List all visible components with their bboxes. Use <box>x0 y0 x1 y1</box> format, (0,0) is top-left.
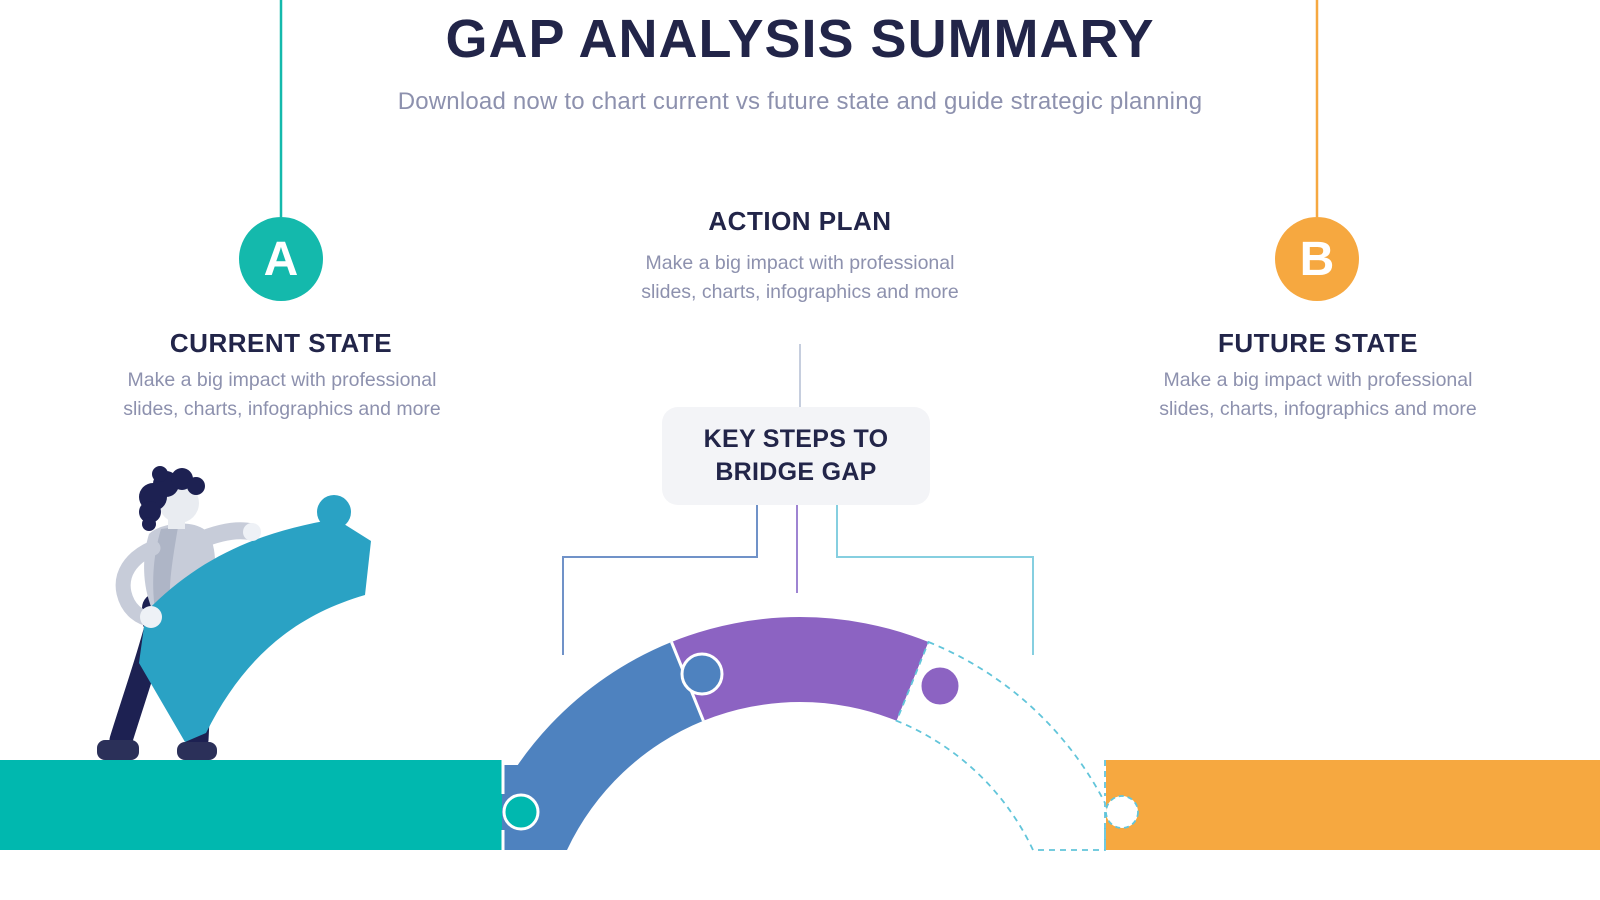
badge-current-state: A <box>239 217 323 301</box>
ground-bar-current <box>0 760 502 850</box>
connector-box-to-missing-piece <box>836 505 1034 655</box>
current-state-body-line1: Make a big impact with professional <box>127 369 437 391</box>
current-state-body: Make a big impact with professional slid… <box>57 366 507 424</box>
ground-bar-future <box>1106 760 1600 850</box>
badge-future-state: B <box>1275 217 1359 301</box>
person-hand <box>243 523 261 541</box>
future-state-body-line2: slides, charts, infographics and more <box>1159 398 1477 420</box>
person-shoe <box>97 740 139 760</box>
held-puzzle-piece <box>139 495 371 742</box>
future-state-body: Make a big impact with professional slid… <box>1093 366 1543 424</box>
future-state-body-line1: Make a big impact with professional <box>1163 369 1473 391</box>
page-subtitle: Download now to chart current vs future … <box>397 88 1203 115</box>
badge-current-letter: A <box>263 232 299 286</box>
key-steps-box: KEY STEPS TO BRIDGE GAP <box>662 407 930 505</box>
person-shoe <box>177 742 217 760</box>
future-state-heading: FUTURE STATE <box>1217 328 1419 358</box>
current-state-heading: CURRENT STATE <box>169 328 393 358</box>
action-plan-body-line1: Make a big impact with professional <box>645 252 955 274</box>
page-title: GAP ANALYSIS SUMMARY <box>445 9 1155 69</box>
action-plan-heading: ACTION PLAN <box>708 206 892 236</box>
puzzle-tab-current <box>502 793 540 831</box>
puzzle-tab-missing <box>1105 795 1139 829</box>
badge-future-letter: B <box>1299 232 1335 286</box>
key-steps-box-line1: KEY STEPS TO <box>703 425 889 453</box>
puzzle-knob-step2 <box>918 664 962 708</box>
connector-box-to-step1 <box>562 505 758 655</box>
puzzle-piece-step2 <box>671 617 929 721</box>
action-plan-body: Make a big impact with professional slid… <box>575 249 1025 307</box>
puzzle-knob-step1 <box>680 652 724 696</box>
key-steps-box-line2: BRIDGE GAP <box>715 458 877 486</box>
person-hand <box>140 606 162 628</box>
action-plan-body-line2: slides, charts, infographics and more <box>641 281 959 303</box>
person-carrying-puzzle-piece <box>97 466 371 760</box>
current-state-body-line2: slides, charts, infographics and more <box>123 398 441 420</box>
person-hair <box>139 466 205 531</box>
